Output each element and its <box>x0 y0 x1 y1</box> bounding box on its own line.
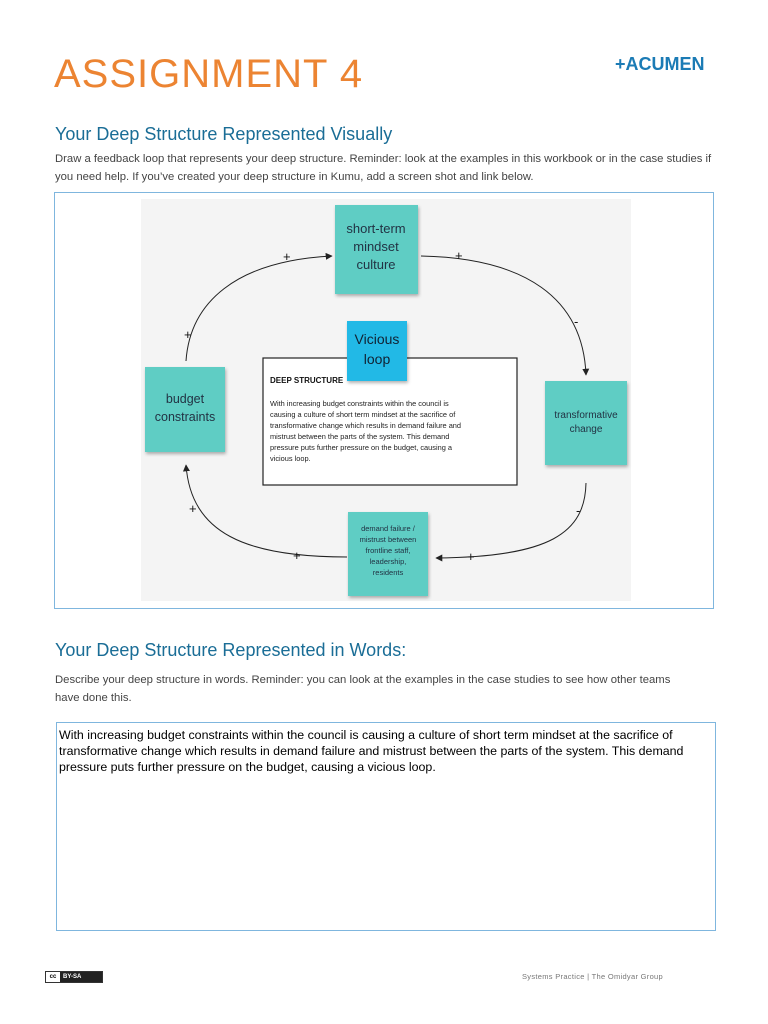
page-title: ASSIGNMENT 4 <box>54 52 364 96</box>
answer-text: With increasing budget constraints withi… <box>59 728 684 774</box>
deep-structure-line: pressure puts further pressure on the bu… <box>270 443 453 452</box>
sticky-note-transformative: transformative change <box>545 381 627 465</box>
words-section-heading: Your Deep Structure Represented in Words… <box>55 640 407 660</box>
link-mindset-to-transformative <box>420 255 590 376</box>
link-sign: + <box>189 501 197 516</box>
note-text: loop <box>364 351 391 367</box>
note-text: leadership, <box>370 557 407 566</box>
note-text: transformative <box>554 410 618 421</box>
note-text: culture <box>356 257 395 272</box>
footer-text: Systems Practice | The Omidyar Group <box>522 972 663 981</box>
deep-structure-line: mistrust between the parts of the system… <box>270 432 449 441</box>
link-transformative-to-demand <box>435 482 587 562</box>
note-text: Vicious <box>355 331 400 347</box>
deep-structure-line: transformative change which results in d… <box>270 421 461 430</box>
diagram-frame: + + + - - + + + short-term mindset cultu… <box>54 192 714 609</box>
link-sign: + <box>293 548 301 563</box>
sticky-note-vicious-loop: Vicious loop <box>347 321 407 381</box>
link-sign: + <box>184 327 192 342</box>
note-text: short-term <box>346 221 405 236</box>
link-sign: - <box>576 503 580 518</box>
deep-structure-box: DEEP STRUCTURE With increasing budget co… <box>262 357 518 486</box>
feedback-loop-diagram: + + + - - + + + short-term mindset cultu… <box>141 199 631 601</box>
sticky-note-mindset: short-term mindset culture <box>335 205 418 294</box>
deep-structure-line: causing a culture of short term mindset … <box>270 410 456 419</box>
link-sign: - <box>574 314 578 329</box>
note-text: constraints <box>155 410 215 424</box>
sticky-note-demand: demand failure / mistrust between frontl… <box>348 512 428 596</box>
deep-structure-line: With increasing budget constraints withi… <box>270 399 449 408</box>
license-type: BY-SA <box>60 972 102 982</box>
link-sign: + <box>455 248 463 263</box>
note-text: frontline staff, <box>366 546 411 555</box>
note-text: change <box>570 424 603 435</box>
note-text: budget <box>166 392 205 406</box>
visual-section-heading: Your Deep Structure Represented Visually <box>55 124 393 144</box>
sticky-note-budget: budget constraints <box>145 367 225 452</box>
link-budget-to-mindset <box>185 252 333 362</box>
visual-section-instructions: Draw a feedback loop that represents you… <box>55 153 712 183</box>
deep-structure-line: vicious loop. <box>270 454 311 463</box>
note-text: demand failure / <box>361 524 416 533</box>
acumen-logo: +ACUMEN <box>615 54 705 74</box>
note-text: residents <box>373 568 404 577</box>
link-sign: + <box>283 249 291 264</box>
link-sign: + <box>467 549 475 564</box>
link-demand-to-budget <box>182 464 348 558</box>
note-text: mindset <box>353 239 399 254</box>
cc-icon: cc <box>46 974 60 980</box>
words-section-instructions: Describe your deep structure in words. R… <box>55 674 671 704</box>
cc-license-badge: cc BY-SA <box>45 971 103 983</box>
note-text: mistrust between <box>360 535 417 544</box>
answer-text-field[interactable]: With increasing budget constraints withi… <box>56 722 716 931</box>
deep-structure-heading: DEEP STRUCTURE <box>270 376 344 385</box>
